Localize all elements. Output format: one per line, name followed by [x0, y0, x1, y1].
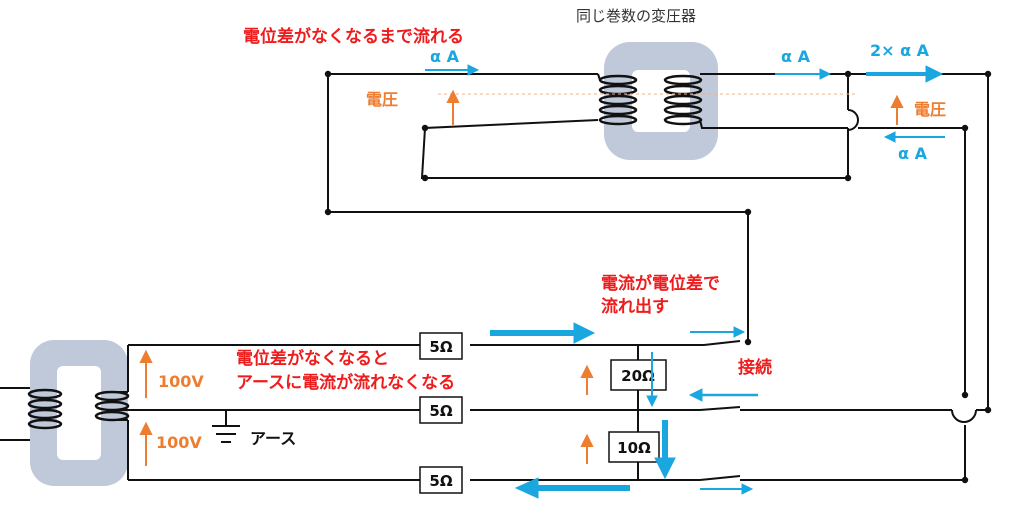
label-connect: 接続	[738, 357, 772, 378]
label-flow-until-equal: 電位差がなくなるまで流れる	[243, 26, 464, 47]
label-no-potential-1: 電位差がなくなると	[236, 348, 389, 369]
resistor-10: 10Ω	[608, 431, 660, 463]
resistor-20: 20Ω	[610, 359, 667, 391]
label-v-top: 100V	[158, 372, 204, 391]
label-alpha-right-top: α A	[781, 47, 811, 66]
label-current-starts-2: 流れ出す	[601, 296, 669, 317]
resistor-20-label: 20Ω	[621, 367, 655, 385]
resistor-mid: 5Ω	[419, 396, 463, 424]
label-current-starts-1: 電流が電位差で	[601, 273, 720, 294]
left-transformer-primary-coil	[27, 388, 63, 430]
label-two-alpha: 2× α A	[870, 41, 930, 60]
current-arrows	[425, 64, 945, 499]
resistor-top: 5Ω	[419, 332, 463, 360]
top-transformer-secondary-coil	[663, 74, 703, 126]
junction-dots	[324, 70, 992, 484]
resistor-10-label: 10Ω	[617, 439, 651, 457]
diagram-title: 同じ巻数の変圧器	[576, 7, 696, 25]
label-v-bottom: 100V	[156, 433, 202, 452]
top-transformer-primary-coil	[598, 74, 638, 126]
wires	[0, 73, 989, 481]
resistor-bottom: 5Ω	[419, 466, 463, 494]
label-earth: アース	[250, 429, 296, 448]
label-voltage-left: 電圧	[366, 90, 398, 109]
label-no-potential-2: アースに電流が流れなくなる	[236, 372, 455, 393]
label-alpha-top: α A	[430, 47, 460, 66]
label-alpha-return: α A	[898, 144, 928, 163]
resistor-mid-label: 5Ω	[429, 402, 452, 420]
label-voltage-right: 電圧	[914, 100, 946, 119]
resistor-bottom-label: 5Ω	[429, 472, 452, 490]
voltage-arrows	[139, 89, 904, 466]
resistor-top-label: 5Ω	[429, 338, 452, 356]
